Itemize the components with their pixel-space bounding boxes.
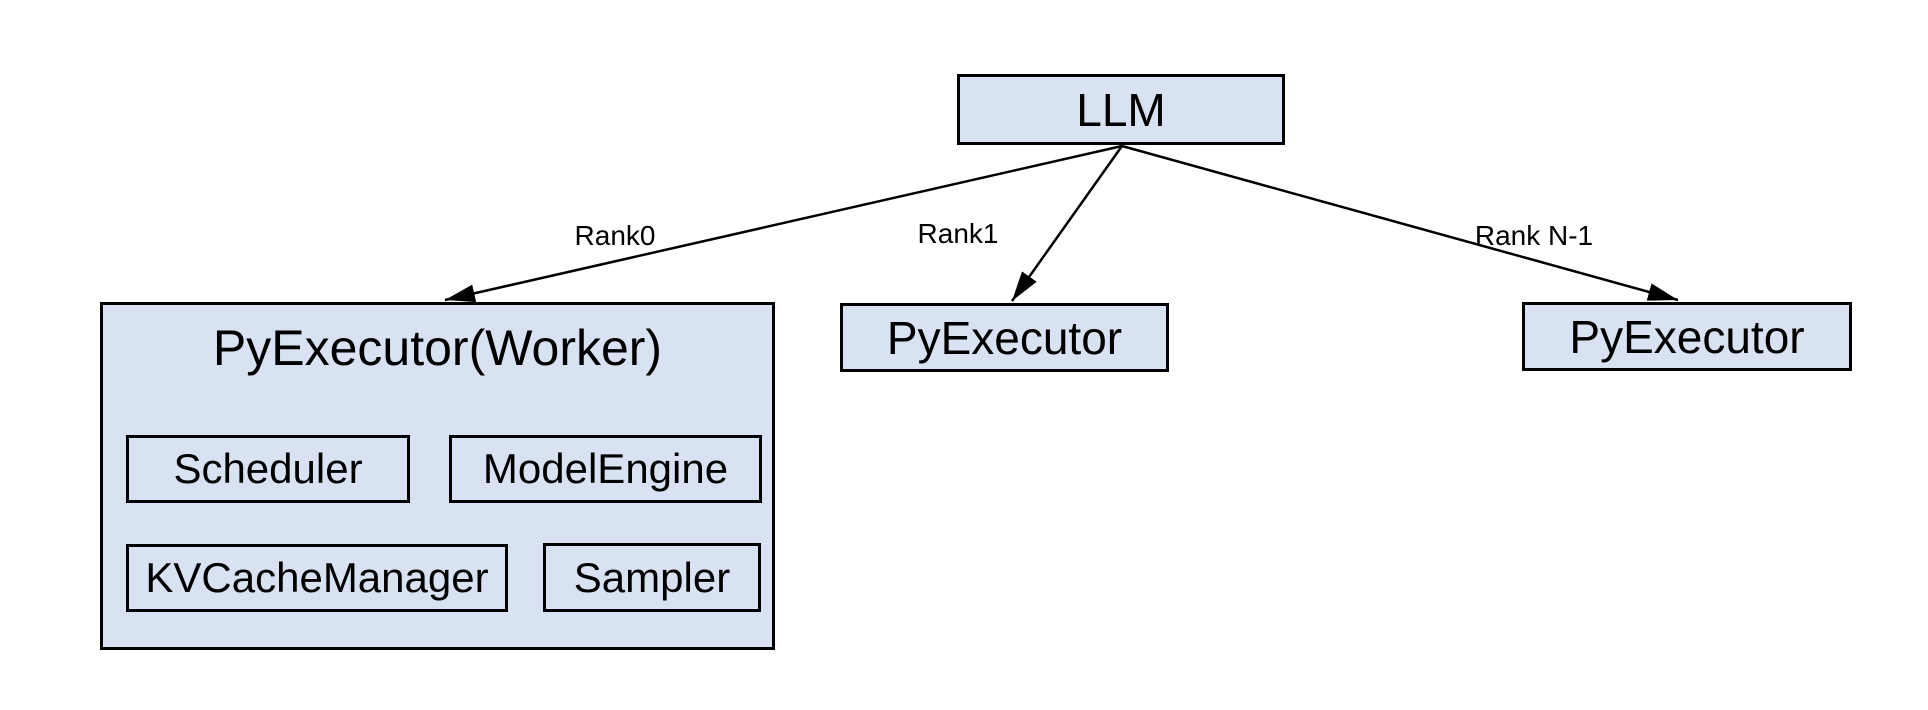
edge-rank1-line (1010, 145, 1124, 302)
node-pyexecutor-worker-label: PyExecutor(Worker) (212, 320, 663, 376)
node-kvcachemanager: KVCacheManager (126, 544, 508, 612)
node-pyexecutor-rank1: PyExecutor (840, 303, 1169, 372)
node-kvcachemanager-label: KVCacheManager (145, 554, 489, 601)
node-scheduler: Scheduler (126, 435, 410, 503)
edge-label-rank1: Rank1 (917, 218, 999, 249)
node-scheduler-label: Scheduler (173, 445, 363, 492)
node-pyexecutor-rank-n-1-label: PyExecutor (1569, 310, 1805, 363)
node-modelengine: ModelEngine (449, 435, 762, 503)
node-llm: LLM (957, 74, 1285, 145)
edge-rank0-line (444, 144, 1123, 303)
node-llm-label: LLM (1076, 83, 1166, 136)
node-sampler-label: Sampler (573, 553, 731, 601)
node-pyexecutor-rank-n-1: PyExecutor (1522, 302, 1852, 371)
node-sampler: Sampler (543, 543, 761, 612)
edge-label-rank0: Rank0 (574, 220, 656, 251)
node-pyexecutor-worker: PyExecutor(Worker) Scheduler ModelEngine… (100, 302, 775, 650)
edge-label-rank-n-1: Rank N-1 (1474, 220, 1594, 251)
node-pyexecutor-rank1-label: PyExecutor (886, 311, 1123, 364)
node-modelengine-label: ModelEngine (482, 445, 729, 492)
edge-rank-n-1-line (1121, 144, 1679, 302)
